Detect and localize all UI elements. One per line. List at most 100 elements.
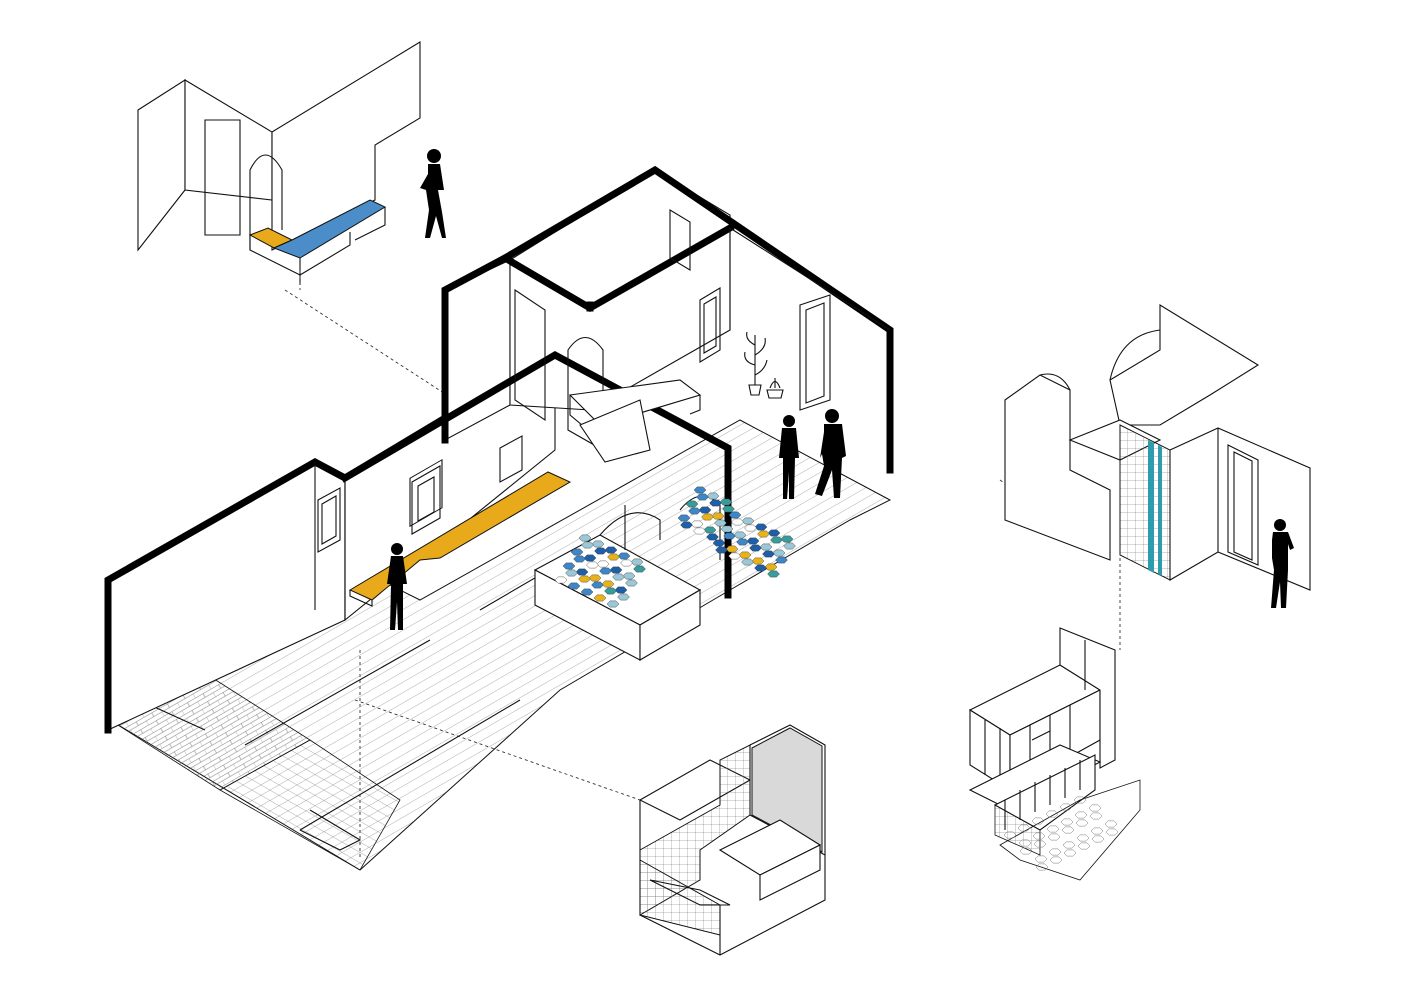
hexagon-tile-outline — [1031, 817, 1045, 825]
hexagon-tile-outline — [1018, 839, 1032, 847]
hexagon-tile-outline — [1048, 848, 1062, 856]
teal-stripe — [1148, 440, 1154, 573]
hexagon-tile — [688, 507, 701, 515]
detail-tiled-partition — [1004, 304, 1311, 608]
hexagon-tile — [581, 541, 594, 549]
hexagon-tile — [775, 556, 788, 564]
hexagon-tile-outline — [1017, 824, 1031, 832]
hexagon-tile — [712, 539, 726, 547]
hexagon-tile-outline — [1034, 855, 1048, 863]
hexagon-tile — [633, 565, 646, 573]
hexagon-tile-outline — [1046, 825, 1060, 833]
detail-shower — [638, 724, 826, 956]
hexagon-tile — [731, 518, 744, 526]
hexagon-tile — [720, 525, 734, 533]
person-silhouette-icon — [815, 409, 846, 498]
hexagon-tile — [709, 499, 722, 507]
hexagon-tile — [749, 544, 762, 552]
hexagon-tile — [578, 534, 592, 542]
hexagon-tile — [767, 570, 780, 578]
hexagon-tile — [565, 569, 578, 577]
hexagon-tile-outline — [1047, 833, 1061, 841]
hexagon-tile — [722, 505, 735, 513]
hexagon-tile-outline — [1104, 820, 1118, 828]
hexagon-tile-outline — [1077, 842, 1091, 850]
hexagon-tile — [741, 558, 754, 566]
hexagon-tile-outline — [1062, 841, 1076, 849]
hexagon-tile — [594, 547, 607, 555]
detail-kitchen — [968, 627, 1141, 881]
hexagon-tile — [696, 493, 709, 501]
hexagon-tile-outline — [1061, 826, 1075, 834]
bench-blue-segment — [272, 199, 387, 259]
hexagon-tile — [723, 532, 736, 540]
hexagon-tile — [607, 553, 620, 561]
hexagon-tile — [586, 561, 599, 569]
hexagon-tile-outline — [1019, 847, 1033, 855]
detail-entry-bench — [137, 41, 446, 285]
hexagon-tile — [612, 573, 625, 581]
hexagon-tile — [677, 514, 691, 522]
hexagon-tile-outline — [1105, 828, 1119, 836]
main-apartment-axonometric — [104, 165, 894, 871]
hexagon-tile — [770, 536, 783, 544]
hexagon-tile — [680, 521, 693, 529]
hexagon-tile-outline — [1033, 840, 1047, 848]
hexagon-tile — [714, 519, 727, 527]
hexagon-tile-outline — [1089, 812, 1103, 820]
hexagon-tile — [593, 594, 607, 602]
hexagon-tile — [757, 530, 770, 538]
hexagon-tile — [570, 548, 584, 556]
hexagon-tile — [567, 582, 581, 590]
hexagon-tile-floor-outline — [1003, 796, 1119, 871]
hexagon-tile — [604, 587, 617, 595]
person-silhouette-icon — [420, 149, 446, 238]
hexagon-tile-outline — [1003, 831, 1017, 839]
hexagon-tile — [754, 564, 767, 572]
hexagon-tile — [701, 513, 714, 521]
person-silhouette-icon — [1271, 519, 1294, 608]
hexagon-tile-outline — [1059, 803, 1073, 811]
hexagon-tile — [562, 562, 576, 570]
hexagon-tile-outline — [1032, 832, 1046, 840]
hexagon-tile — [783, 542, 796, 550]
hexagon-tile-outline — [1088, 804, 1102, 812]
hexagon-tile — [744, 524, 757, 532]
hexagon-tile — [762, 550, 775, 558]
hexagon-tile-outline — [1045, 810, 1059, 818]
hexagon-tile — [715, 546, 728, 554]
hexagon-tile — [554, 576, 568, 584]
hexagon-tile — [736, 538, 749, 546]
hexagon-tile — [573, 555, 586, 563]
hexagon-tile — [693, 486, 707, 494]
hexagon-tile — [606, 600, 620, 608]
hexagon-tile — [580, 588, 594, 596]
hexagon-tile — [728, 552, 741, 560]
potted-plant-icon — [744, 331, 784, 399]
hexagon-tile-outline — [1049, 856, 1063, 864]
hexagon-tile — [625, 579, 638, 587]
hexagon-tile-outline — [1090, 827, 1104, 835]
hexagon-tile — [706, 533, 719, 541]
hexagon-tile-outline — [1075, 819, 1089, 827]
person-silhouette-icon — [387, 543, 407, 630]
hexagon-tile-outline — [1063, 849, 1077, 857]
hexagon-tile-floor — [554, 486, 796, 608]
hexagon-tile-outline — [1035, 863, 1049, 871]
person-silhouette-icon — [779, 415, 799, 499]
hexagon-tile-outline — [1073, 796, 1087, 804]
tiled-wall-panel — [1119, 424, 1171, 581]
hexagon-tile — [591, 581, 604, 589]
hexagon-tile-outline — [1091, 835, 1105, 843]
hexagon-tile-outline — [1060, 818, 1074, 826]
hexagon-tile-outline — [1074, 811, 1088, 819]
hexagon-tile — [599, 567, 612, 575]
teal-stripe — [1158, 445, 1162, 576]
hexagon-tile — [728, 511, 742, 519]
hexagon-tile — [620, 559, 633, 567]
hexagon-tile — [693, 527, 706, 535]
hexagon-tile-outline — [1076, 834, 1090, 842]
hexagon-tile — [578, 575, 591, 583]
